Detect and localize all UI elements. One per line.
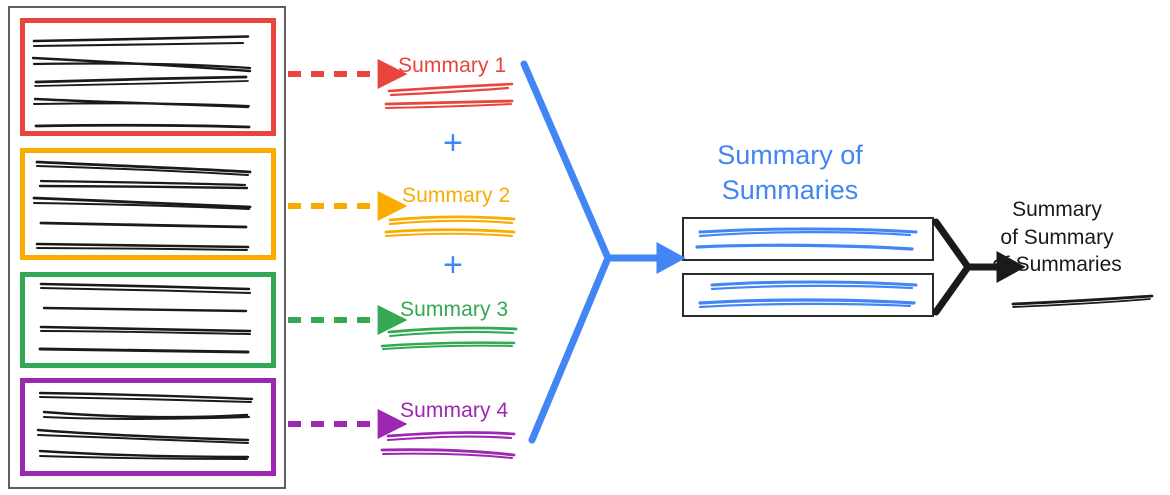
sos-box-2[interactable]: [682, 273, 934, 317]
summary-3-lines: [380, 326, 518, 350]
sos-title-line-2: Summaries: [721, 174, 859, 205]
arrow-sos-merge: [932, 218, 972, 316]
doc-lines-orange: [32, 160, 252, 251]
sos-box-1[interactable]: [682, 217, 934, 261]
summary-4-lines: [380, 431, 516, 459]
final-output-title: Summary of Summary of Summaries: [952, 196, 1162, 279]
doc-lines-purple: [36, 391, 254, 460]
summary-2-lines: [384, 215, 516, 237]
plus-operator-2: +: [443, 246, 463, 284]
final-output-lines: [1011, 294, 1154, 308]
sos-box-1-lines: [695, 227, 918, 251]
final-title-line-2: of Summary: [1000, 225, 1114, 249]
summary-3-label: Summary 3: [400, 298, 509, 321]
sos-title-line-1: Summary of: [717, 140, 863, 170]
summary-1-label: Summary 1: [398, 54, 507, 77]
doc-lines-red: [31, 35, 252, 129]
doc-lines-green: [38, 282, 252, 354]
sos-box-2-lines: [698, 280, 918, 309]
plus-operator-1: +: [443, 124, 463, 162]
summary-4-label: Summary 4: [400, 399, 509, 422]
summary-1-lines: [384, 82, 514, 109]
summary-of-summaries-title: Summary of Summaries: [660, 138, 920, 207]
final-title-line-1: Summary: [1012, 198, 1102, 221]
summary-2-label: Summary 2: [402, 184, 511, 207]
arrow-summaries-merge: [520, 60, 612, 444]
